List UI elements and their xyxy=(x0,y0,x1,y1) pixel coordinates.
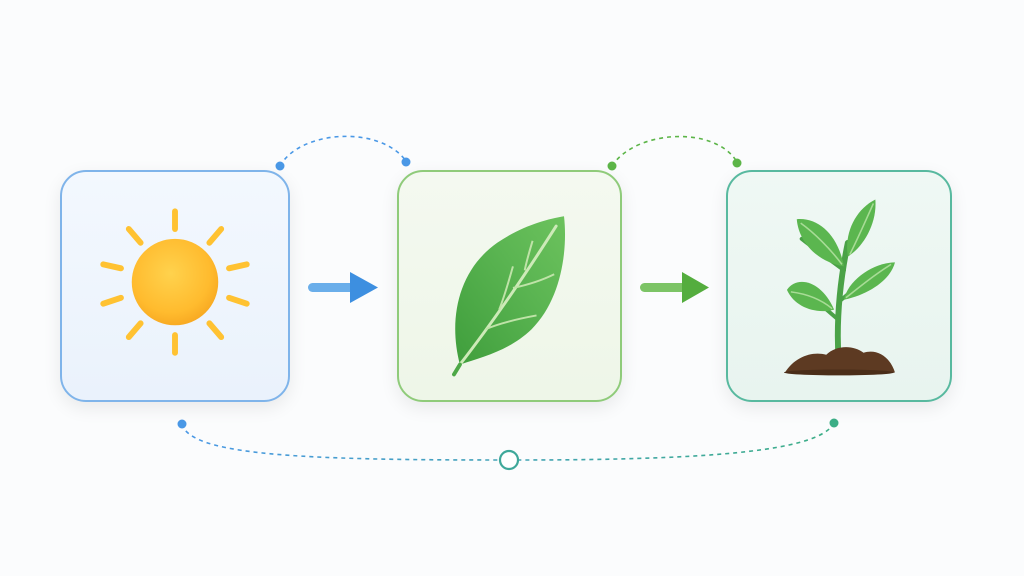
leaf-card xyxy=(397,170,622,402)
top-connector-right xyxy=(611,135,738,167)
top-connector-left xyxy=(279,135,407,167)
connector-dot xyxy=(732,158,742,168)
arrow-sun-to-leaf xyxy=(308,272,378,303)
connector-dot xyxy=(401,157,411,167)
cycle-node xyxy=(498,449,520,471)
leaf-icon xyxy=(452,216,566,377)
connector-dot xyxy=(829,418,839,428)
connector-dot xyxy=(607,161,617,171)
sun-icon xyxy=(100,208,250,356)
sunlight-card xyxy=(60,170,290,402)
sprout-icon xyxy=(783,199,895,376)
plant-card xyxy=(726,170,952,402)
connector-dot xyxy=(275,161,285,171)
arrow-leaf-to-plant xyxy=(640,272,709,303)
bottom-loop-connector xyxy=(181,422,835,461)
connector-dot xyxy=(177,419,187,429)
